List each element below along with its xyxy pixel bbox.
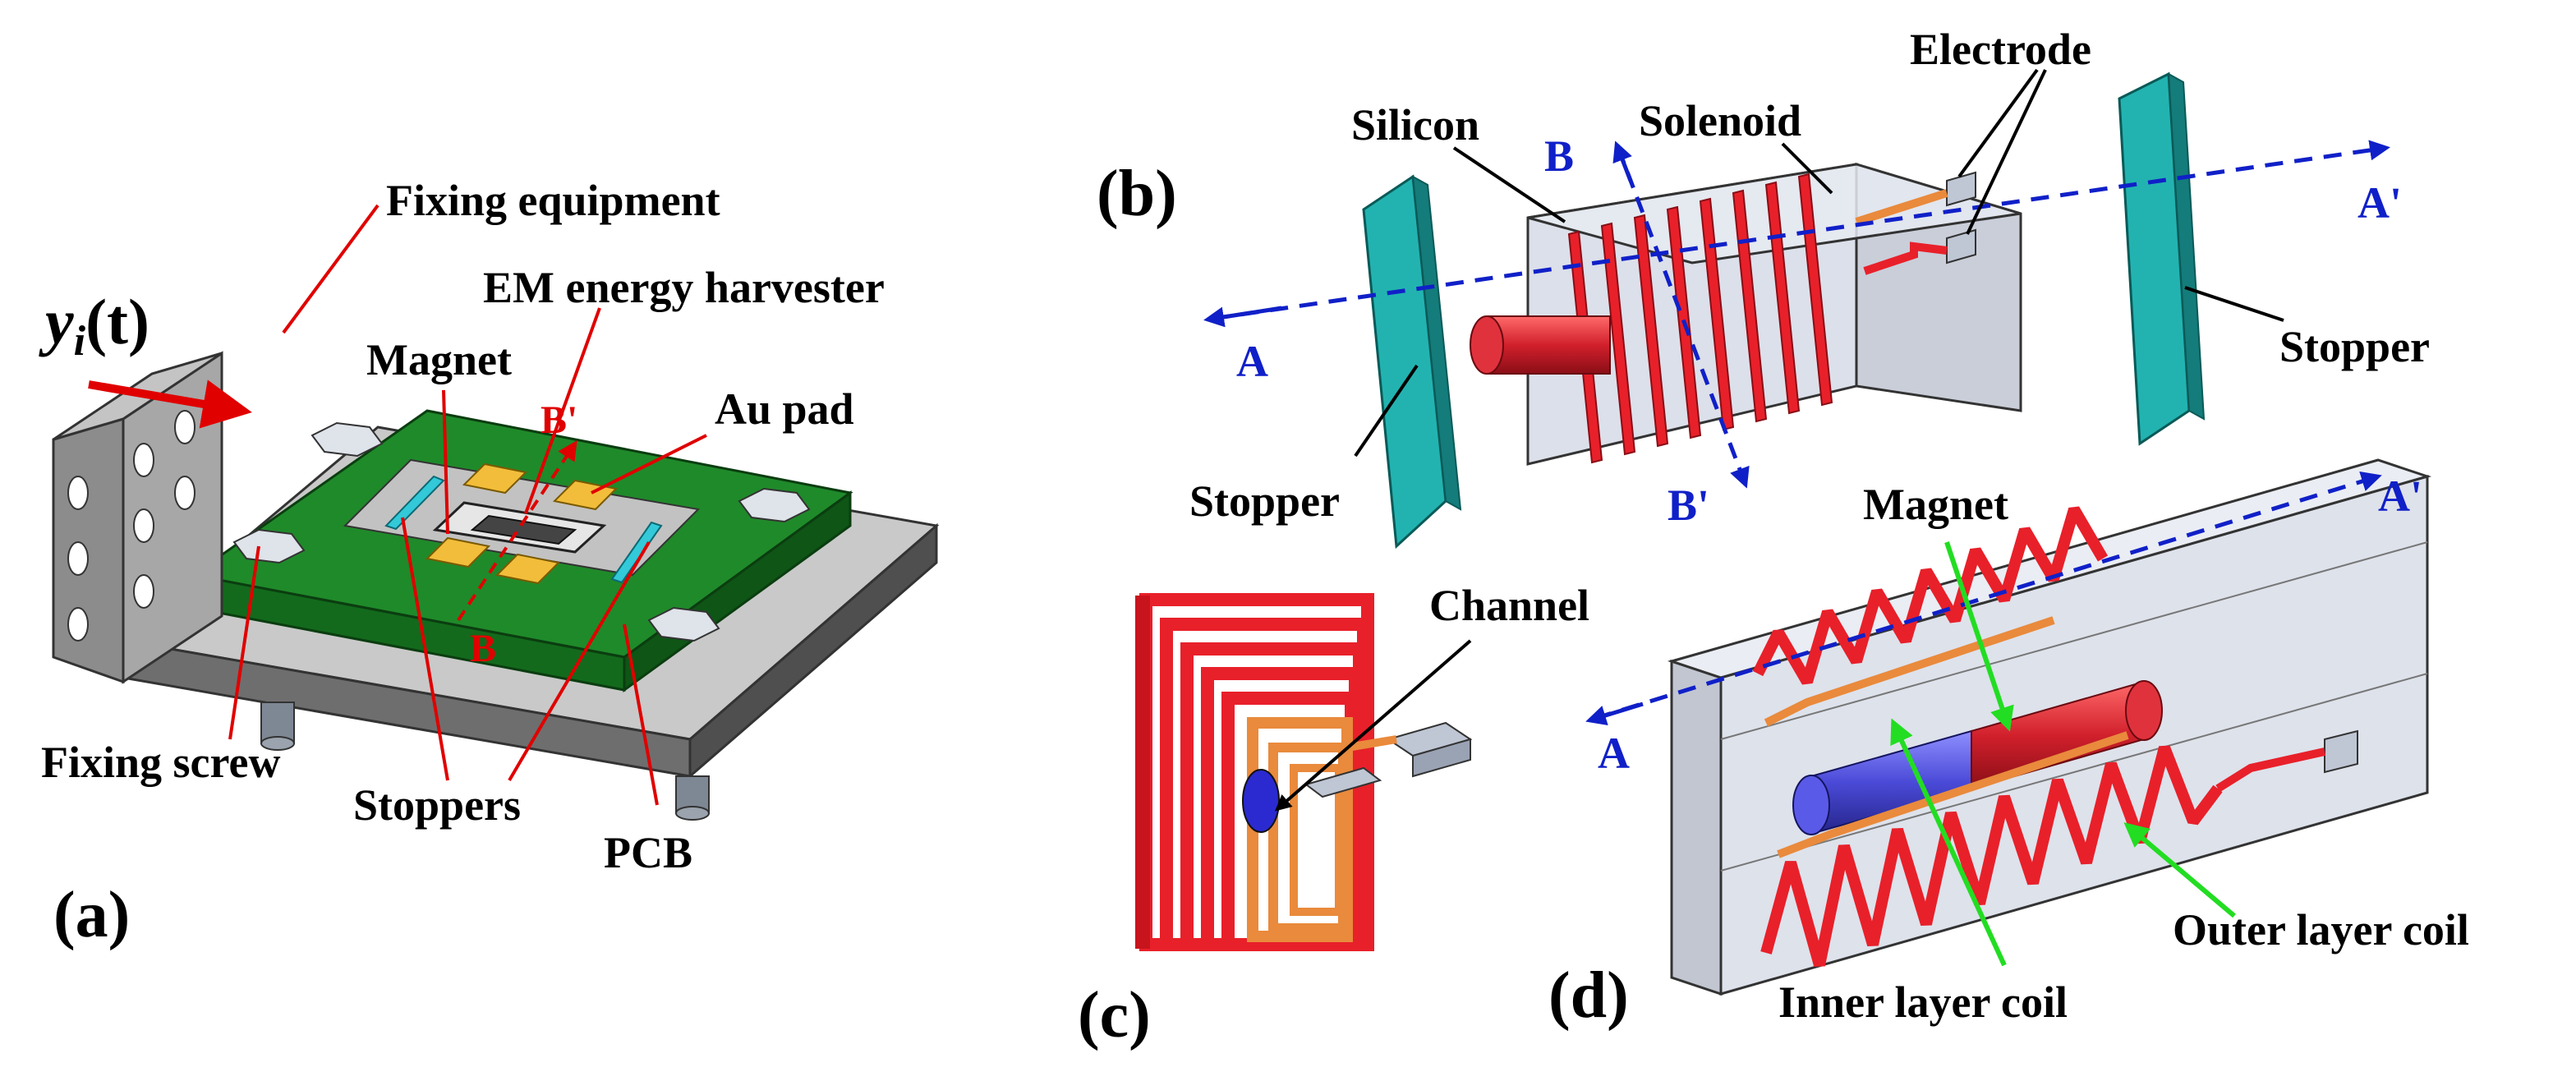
panel-b: (b) Silicon Solenoid Electrode B B' A A'…: [1097, 25, 2430, 550]
panel-label-d: (d): [1548, 959, 1629, 1032]
section-bb-arrow: [457, 439, 577, 622]
leader-pcb: [623, 623, 659, 806]
panel-c: Channel (c): [1078, 581, 1589, 1051]
label-solenoid: Solenoid: [1639, 96, 1801, 145]
label-stopper-b-right: Stopper: [2279, 322, 2430, 371]
leader-electrode-2: [1966, 69, 2047, 235]
magnet-core-c: [1242, 769, 1280, 833]
label-b-b: B: [1544, 131, 1574, 181]
label-outer-coil: Outer layer coil: [2173, 905, 2469, 954]
label-b-a: B: [470, 627, 496, 670]
stopper-plate-left-edge: [1411, 175, 1462, 511]
leader-electrode-1: [1957, 68, 2039, 178]
leader-solenoid: [1781, 142, 1833, 195]
label-magnet-a: Magnet: [366, 335, 512, 384]
input-arrow: [88, 380, 252, 429]
axis-aa-d: [1593, 471, 2382, 721]
label-silicon: Silicon: [1351, 100, 1479, 150]
panel-label-a: (a): [53, 879, 130, 951]
label-inner-coil: Inner layer coil: [1778, 978, 2068, 1027]
label-electrode: Electrode: [1910, 25, 2091, 74]
electrode-d: [2324, 729, 2358, 774]
axis-aa-b: [1211, 140, 2390, 321]
leader-fixing-screw: [228, 545, 260, 740]
label-a-b: A: [1236, 337, 1268, 386]
axis-aa-b-start: [1203, 306, 1282, 328]
stopper-right-a: [610, 521, 663, 584]
label-pcb: PCB: [604, 828, 692, 877]
au-pads: [425, 462, 619, 585]
label-stopper-b-left: Stopper: [1189, 476, 1340, 526]
magnet-b: [1470, 315, 1611, 375]
label-b-prime-b: B': [1668, 481, 1709, 530]
electrodes-b: [1855, 171, 1976, 275]
label-channel: Channel: [1429, 581, 1589, 630]
magnet-d-blue: [1792, 729, 1972, 835]
label-a-d: A: [1598, 729, 1630, 778]
magnet-d-red: [1971, 680, 2163, 790]
label-em-harvester: EM energy harvester: [483, 263, 885, 312]
leader-magnet: [442, 389, 449, 535]
coil-stack-edge: [1135, 596, 1150, 949]
label-au-pad: Au pad: [715, 384, 854, 434]
stopper-plate-right-edge: [2167, 72, 2206, 421]
leader-stopper-b-left: [1354, 364, 1419, 458]
leader-au-pad: [591, 434, 707, 494]
label-magnet-d: Magnet: [1863, 480, 2008, 529]
label-fixing-equipment: Fixing equipment: [386, 176, 720, 225]
leader-stopper-b-right: [2184, 286, 2284, 322]
inner-coil-top: [1764, 616, 2055, 727]
label-a-prime-b: A': [2358, 178, 2402, 228]
leader-stoppers-2: [508, 540, 651, 782]
label-a-prime-d: A': [2378, 472, 2422, 521]
label-fixing-screw: Fixing screw: [41, 738, 280, 787]
axis-aa-d-start: [1585, 702, 1644, 726]
chip-slot: [470, 514, 577, 545]
input-signal-label: yi(t): [39, 286, 150, 365]
leader-fixing-equipment: [282, 204, 380, 334]
stopper-left-a: [384, 475, 445, 531]
outer-coil-top: [1752, 506, 2109, 685]
inner-coil-bottom: [1777, 731, 2129, 858]
leader-magnet-d: [1944, 541, 2014, 732]
leader-channel: [1274, 639, 1472, 812]
lead-wire-d: [2215, 748, 2326, 793]
leader-inner-coil: [1890, 718, 2007, 967]
section-bb-b: [1616, 147, 1750, 489]
panel-a: yi(t) Fixing equipment EM energy harvest…: [39, 176, 940, 951]
leader-stoppers-1: [401, 517, 449, 781]
leader-silicon: [1452, 146, 1566, 223]
hex-nuts: [232, 421, 811, 642]
section-bb-b-start: [1612, 140, 1633, 182]
electrodes-c: [1304, 721, 1473, 798]
label-stoppers: Stoppers: [353, 780, 521, 830]
panel-label-b: (b): [1097, 158, 1177, 230]
label-b-prime-a: B': [540, 398, 577, 442]
screw-feet: [260, 702, 710, 821]
panel-d: Magnet A' A Outer layer coil Inner layer…: [1548, 458, 2469, 1032]
panel-label-c: (c): [1078, 979, 1151, 1051]
leader-em-harvester: [524, 307, 601, 514]
leader-outer-coil: [2123, 822, 2236, 918]
